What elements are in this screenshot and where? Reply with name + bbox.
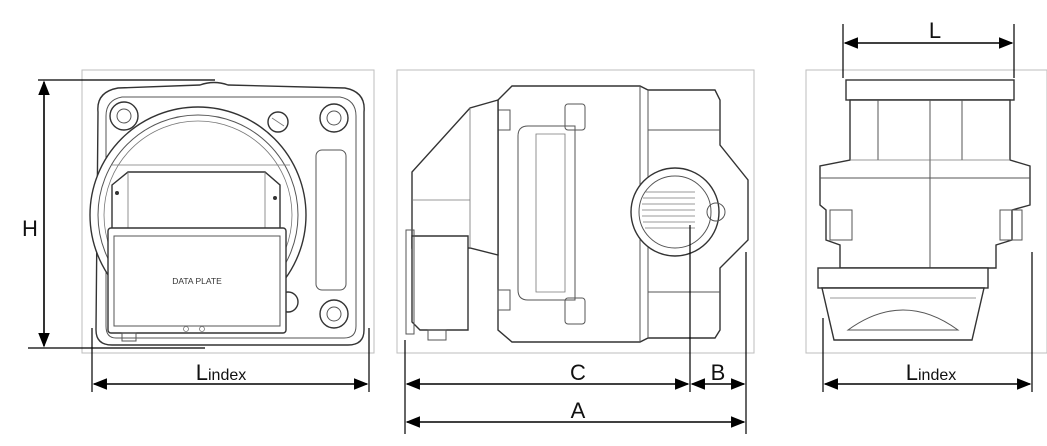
dimension-b-label: B (711, 360, 726, 385)
dimension-l-label: L (929, 18, 941, 43)
dimension-l-index-front: L index (91, 328, 370, 392)
dimension-a-label: A (571, 398, 586, 423)
side-tab-bottom (497, 289, 511, 311)
dimension-c-label: C (570, 360, 586, 385)
front-boss-bottom-right-hole (326, 306, 342, 322)
front-boss-top-left-hole (116, 108, 132, 124)
end-base (821, 287, 985, 341)
front-plate-rivet-left (183, 326, 189, 332)
side-terminal-box (411, 235, 469, 331)
front-cable-gland (121, 332, 137, 342)
end-upper-body (819, 99, 1031, 269)
side-plate-edge (405, 229, 415, 335)
side-view (396, 69, 755, 354)
side-port-outer (630, 167, 720, 257)
end-bolt-left (829, 209, 853, 241)
data-plate-label: DATA PLATE (172, 276, 222, 286)
front-data-plate-inner (113, 235, 281, 327)
front-plate-rivet-right (199, 326, 205, 332)
front-terminal-screw-right (273, 196, 277, 200)
end-base-cover (846, 309, 960, 331)
front-boss-top-left (109, 101, 139, 131)
front-data-plate (107, 227, 287, 334)
side-handle-inner (535, 133, 566, 293)
dimension-l-index-front-main: L (196, 360, 208, 385)
front-boss-top-right (319, 103, 349, 133)
dimension-h: H (22, 79, 215, 349)
dimension-l-index-side-main: L (906, 360, 918, 385)
dimension-l-index-front-sub: index (208, 367, 246, 384)
side-port-vent (706, 202, 726, 222)
side-port-inner (638, 175, 712, 249)
side-handle (517, 125, 576, 301)
dimension-l-index-side: L index (822, 252, 1033, 392)
end-top-flange (845, 79, 1015, 101)
front-terminal-screw-left (115, 191, 119, 195)
dimension-l-index-side-sub: index (918, 367, 956, 384)
dimension-l: L (842, 18, 1015, 78)
side-port-thread (642, 191, 695, 229)
front-side-rib (315, 149, 347, 291)
front-view: DATA PLATE (81, 69, 375, 354)
front-terminal-block (111, 171, 281, 233)
side-gland (427, 329, 447, 341)
end-view (805, 69, 1047, 354)
side-bolt-bottom (564, 297, 586, 325)
front-housing-inner (105, 96, 357, 339)
side-bolt-top (564, 103, 586, 131)
front-vent-screw-slot (271, 117, 285, 127)
front-boss-top-right-hole (326, 110, 342, 126)
side-main-body (497, 85, 749, 343)
end-lower-flange (817, 267, 989, 289)
end-bolt-right (999, 209, 1023, 241)
dimension-h-label: H (22, 216, 38, 241)
front-boss-bottom-right (319, 299, 349, 329)
dimension-cba: C B A (404, 225, 747, 434)
